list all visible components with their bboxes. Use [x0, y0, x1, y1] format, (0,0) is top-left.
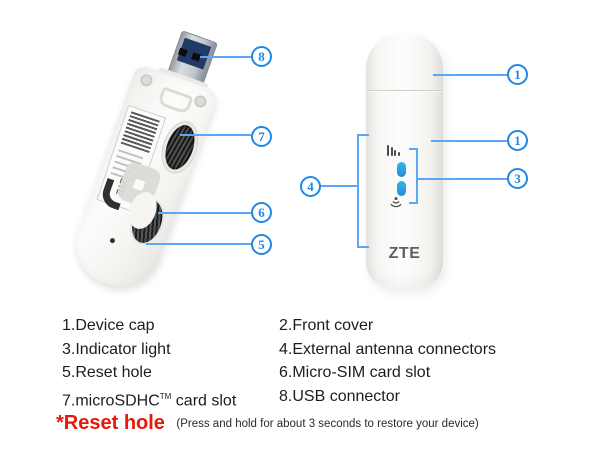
legend-column-right: 2.Front cover 4.External antenna connect… — [279, 314, 496, 408]
callout-5-reset-hole: 5 — [251, 234, 272, 255]
pointer-line-6 — [158, 212, 251, 214]
pointer-line-7 — [180, 134, 251, 136]
device-cap-seam — [367, 90, 442, 91]
pointer-line-1a — [433, 74, 507, 76]
legend-item-1: 1.Device cap — [62, 317, 155, 334]
legend-item-5: 5.Reset hole — [62, 364, 152, 382]
indicator-light — [397, 181, 406, 196]
pointer-line-4 — [320, 185, 357, 187]
callout-3-indicator-light: 3 — [507, 168, 528, 189]
barcode — [120, 111, 160, 154]
legend-item-4: 4.External antenna connectors — [279, 340, 497, 358]
reset-hole-footnote: *Reset hole (Press and hold for about 3 … — [56, 412, 479, 435]
patch-window — [132, 178, 146, 192]
indicator-light — [397, 162, 406, 177]
pointer-line-1b — [431, 140, 507, 142]
legend-item-2: 2.Front cover — [279, 317, 374, 334]
legend-item-7: 7.microSDHCTM card slot — [62, 391, 237, 410]
callout-1-front-cover: 1 — [507, 130, 528, 151]
legend-item-8: 8.USB connector — [279, 387, 400, 405]
callout-7-microsdhc-slot: 7 — [251, 126, 272, 147]
callout-4-antenna-connectors: 4 — [300, 176, 321, 197]
callout-6-micro-sim-slot: 6 — [251, 202, 272, 223]
signal-bars-icon — [387, 144, 403, 156]
pointer-line-8 — [200, 56, 251, 58]
footnote-note: (Press and hold for about 3 seconds to r… — [176, 417, 479, 430]
device-back-view: ZTE — [58, 16, 242, 304]
legend-column-left: 1.Device cap 3.Indicator light 5.Reset h… — [62, 314, 236, 413]
antenna-bracket — [357, 134, 369, 248]
legend-item-6: 6.Micro-SIM card slot — [279, 364, 431, 382]
footnote-highlight: *Reset hole — [56, 412, 165, 434]
callout-8-usb-connector: 8 — [251, 46, 272, 67]
pointer-line-3 — [417, 178, 507, 180]
wifi-icon — [386, 195, 406, 216]
zte-logo: ZTE — [388, 245, 421, 262]
pointer-line-5 — [146, 243, 251, 245]
indicator-bracket — [409, 148, 418, 204]
callout-1-device-cap: 1 — [507, 64, 528, 85]
device-front-view: ZTE — [366, 33, 443, 288]
legend-item-3: 3.Indicator light — [62, 340, 171, 358]
trademark-sup: TM — [159, 391, 172, 401]
